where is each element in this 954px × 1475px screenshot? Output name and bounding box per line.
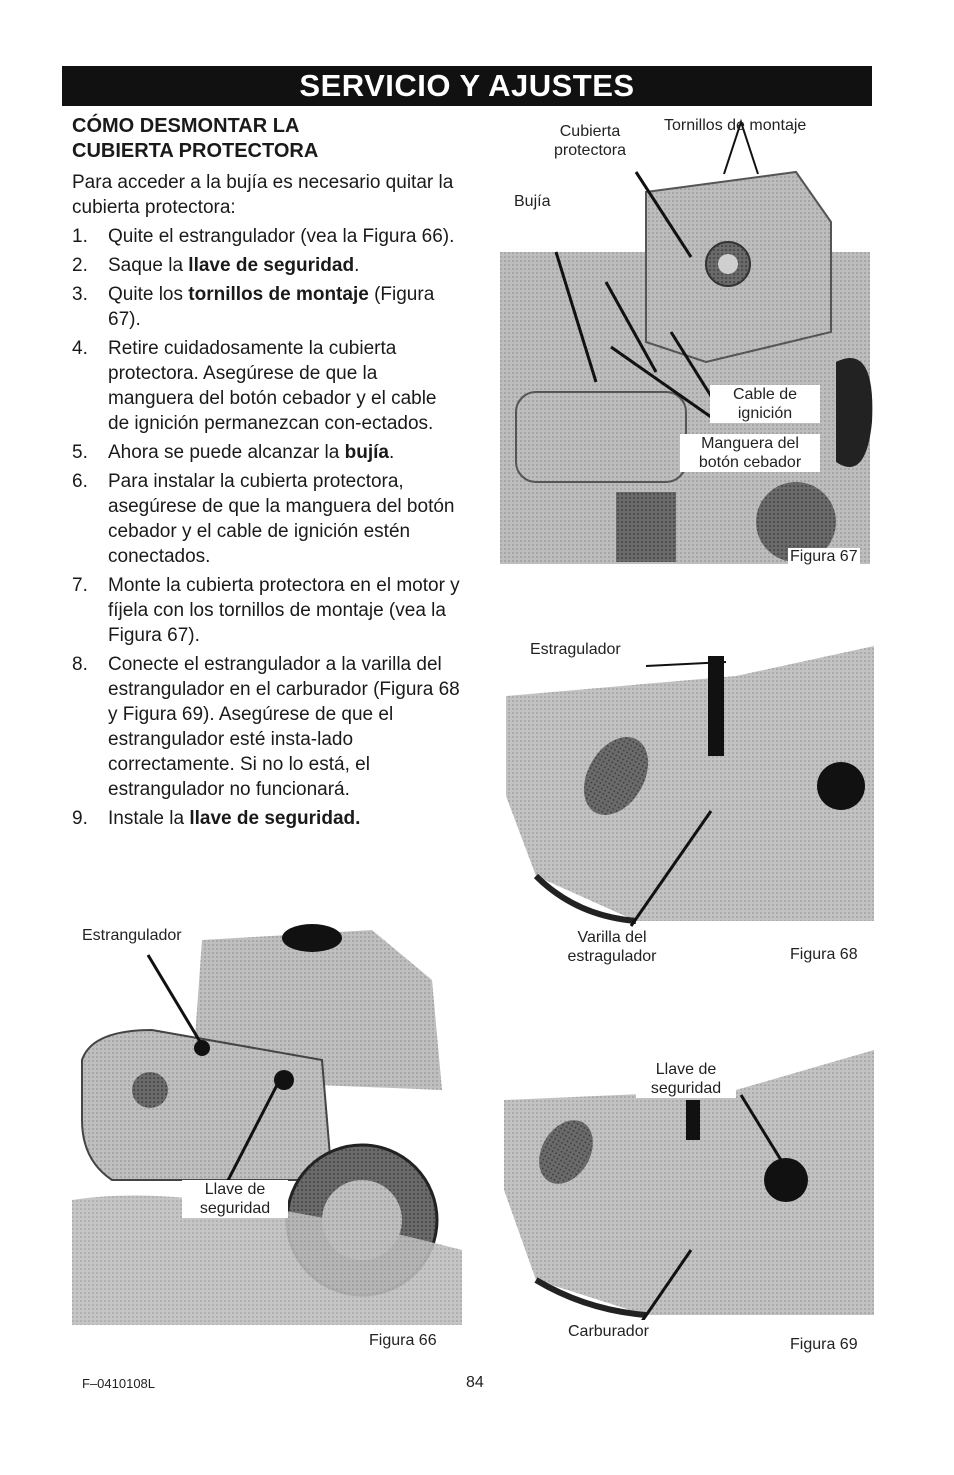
step-number: 1. (72, 226, 88, 247)
intro-paragraph: Para acceder a la bujía es necesario qui… (72, 172, 454, 218)
section-header-title: SERVICIO Y AJUSTES (299, 68, 635, 103)
step-text: Saque la (108, 255, 189, 276)
figure-68: Estragulador Varilla del estragulador Fi… (496, 636, 876, 976)
figure-69-caption: Figura 69 (790, 1336, 858, 1353)
figure-67-illustration (500, 118, 873, 564)
step-item: 7. Monte la cubierta protectora en el mot… (72, 573, 460, 648)
step-item: 1. Quite el estrangulador (vea la Figura … (72, 224, 460, 249)
step-item: 2. Saque la llave de seguridad. (72, 253, 460, 278)
step-number: 3. (72, 284, 88, 305)
label-tornillos-montaje: Tornillos de montaje (664, 117, 807, 134)
label-cubierta-line1: Cubierta (559, 123, 621, 140)
label-llave-line2: seguridad (199, 1200, 271, 1217)
label-manguera-line1: Manguera del (701, 435, 799, 452)
step-number: 6. (72, 471, 88, 492)
label-cubierta-line2: protectora (553, 142, 627, 159)
steps-list: 1. Quite el estrangulador (vea la Figura … (72, 224, 460, 831)
section-title-line1: CÓMO DESMONTAR LA (72, 115, 300, 137)
step-item: 3. Quite los tornillos de montaje (Figura… (72, 282, 460, 332)
step-text: Retire cuidadosamente la cubierta protec… (108, 338, 437, 434)
step-item: 9. Instale la llave de seguridad. (72, 806, 460, 831)
section-title: CÓMO DESMONTAR LA CUBIERTA PROTECTORA (72, 114, 460, 164)
step-number: 8. (72, 654, 88, 675)
instructions-column: CÓMO DESMONTAR LA CUBIERTA PROTECTORA Pa… (72, 114, 460, 835)
label-estrangulador: Estrangulador (80, 926, 184, 945)
step-text: Instale la (108, 808, 190, 829)
step-text-after: (Figura 67). (108, 284, 435, 330)
label-varilla-estragulador: Varilla del estragulador (552, 928, 672, 966)
step-item: 5. Ahora se puede alcanzar la bujía. (72, 440, 460, 465)
label-llave-seguridad: Llave de seguridad (636, 1060, 736, 1098)
label-bujia: Bujía (514, 193, 551, 210)
step-number: 2. (72, 255, 88, 276)
label-estragulador: Estragulador (530, 641, 621, 658)
label-manguera-cebador: Manguera del botón cebador (680, 434, 820, 472)
step-bold-text: llave de seguridad. (189, 808, 361, 829)
step-text: Quite el estrangulador (vea la Figura 66… (108, 226, 455, 247)
figure-66: Estrangulador Llave de seguridad Figura … (72, 920, 462, 1360)
step-number: 4. (72, 338, 88, 359)
figure-69: Llave de seguridad Carburador Figura 69 (496, 1040, 876, 1360)
label-llave-line1: Llave de (204, 1181, 266, 1198)
label-varilla-line1: Varilla del (577, 929, 647, 946)
step-text-after: . (354, 255, 360, 276)
step-text-after: . (388, 442, 395, 463)
figure-68-illustration (506, 646, 874, 927)
step-text: Conecte el estrangulador a la varilla de… (108, 654, 460, 800)
label-cable-ignicion: Cable de ignición (710, 385, 820, 423)
step-bold-text: tornillos de montaje (188, 284, 369, 305)
label-cable-line1: Cable de (732, 386, 798, 403)
document-code: F–0410108L (82, 1376, 156, 1391)
step-text: Ahora se puede alcanzar la (108, 442, 345, 463)
figure-67: Cubierta protectora Tornillos de montaje… (496, 112, 876, 572)
label-cubierta-protectora: Cubierta protectora (540, 122, 640, 160)
figure-67-caption: Figura 67 (788, 548, 860, 566)
label-llave-line2: seguridad (650, 1080, 722, 1097)
label-carburador: Carburador (568, 1323, 649, 1340)
page-number: 84 (466, 1374, 484, 1391)
label-llave-seguridad: Llave de seguridad (182, 1180, 288, 1218)
step-text: Quite los (108, 284, 189, 305)
step-number: 5. (72, 442, 88, 463)
figure-68-caption: Figura 68 (790, 946, 858, 963)
step-number: 7. (72, 575, 88, 596)
step-item: 4. Retire cuidadosamente la cubierta prot… (72, 336, 460, 436)
section-header: SERVICIO Y AJUSTES (62, 66, 872, 106)
step-text: Para instalar la cubierta protectora, as… (108, 471, 455, 567)
step-text: Monte la cubierta protectora en el motor… (108, 575, 460, 646)
section-title-line2: CUBIERTA PROTECTORA (72, 140, 319, 162)
step-bold-text: llave de seguridad (188, 255, 355, 276)
figure-69-illustration (504, 1050, 874, 1320)
figure-66-caption: Figura 66 (369, 1332, 437, 1349)
step-item: 8. Conecte el estrangulador a la varilla … (72, 652, 460, 802)
label-cable-line2: ignición (737, 405, 793, 422)
step-number: 9. (72, 808, 88, 829)
step-item: 6. Para instalar la cubierta protectora, … (72, 469, 460, 569)
step-bold-text: bujía (344, 442, 389, 463)
figure-66-illustration (72, 924, 462, 1325)
label-varilla-line2: estragulador (567, 948, 657, 965)
label-manguera-line2: botón cebador (698, 454, 802, 471)
label-llave-line1: Llave de (655, 1061, 717, 1078)
